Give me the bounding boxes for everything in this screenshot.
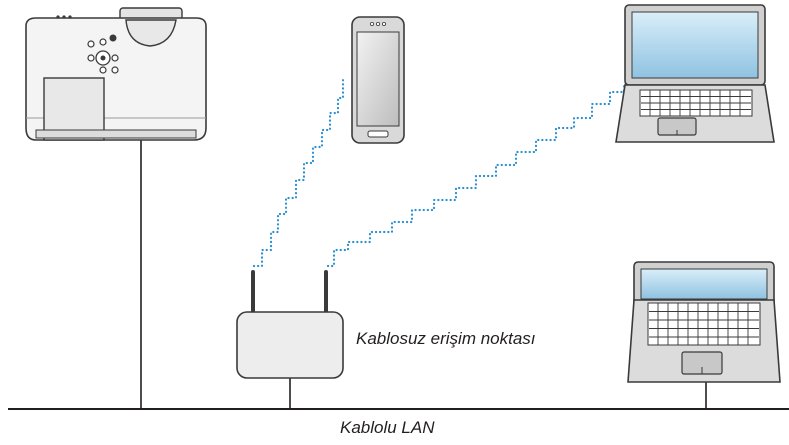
access-point-label: Kablosuz erişim noktası xyxy=(356,329,536,348)
laptop-icon xyxy=(627,261,781,383)
wifi-link-laptop xyxy=(326,82,635,268)
laptop-icon xyxy=(615,4,775,143)
smartphone-icon xyxy=(351,16,405,144)
wifi-link-phone xyxy=(252,78,345,268)
access-point-icon xyxy=(236,270,344,379)
projector-icon xyxy=(25,7,207,141)
wired-lan-label: Kablolu LAN xyxy=(340,418,435,437)
